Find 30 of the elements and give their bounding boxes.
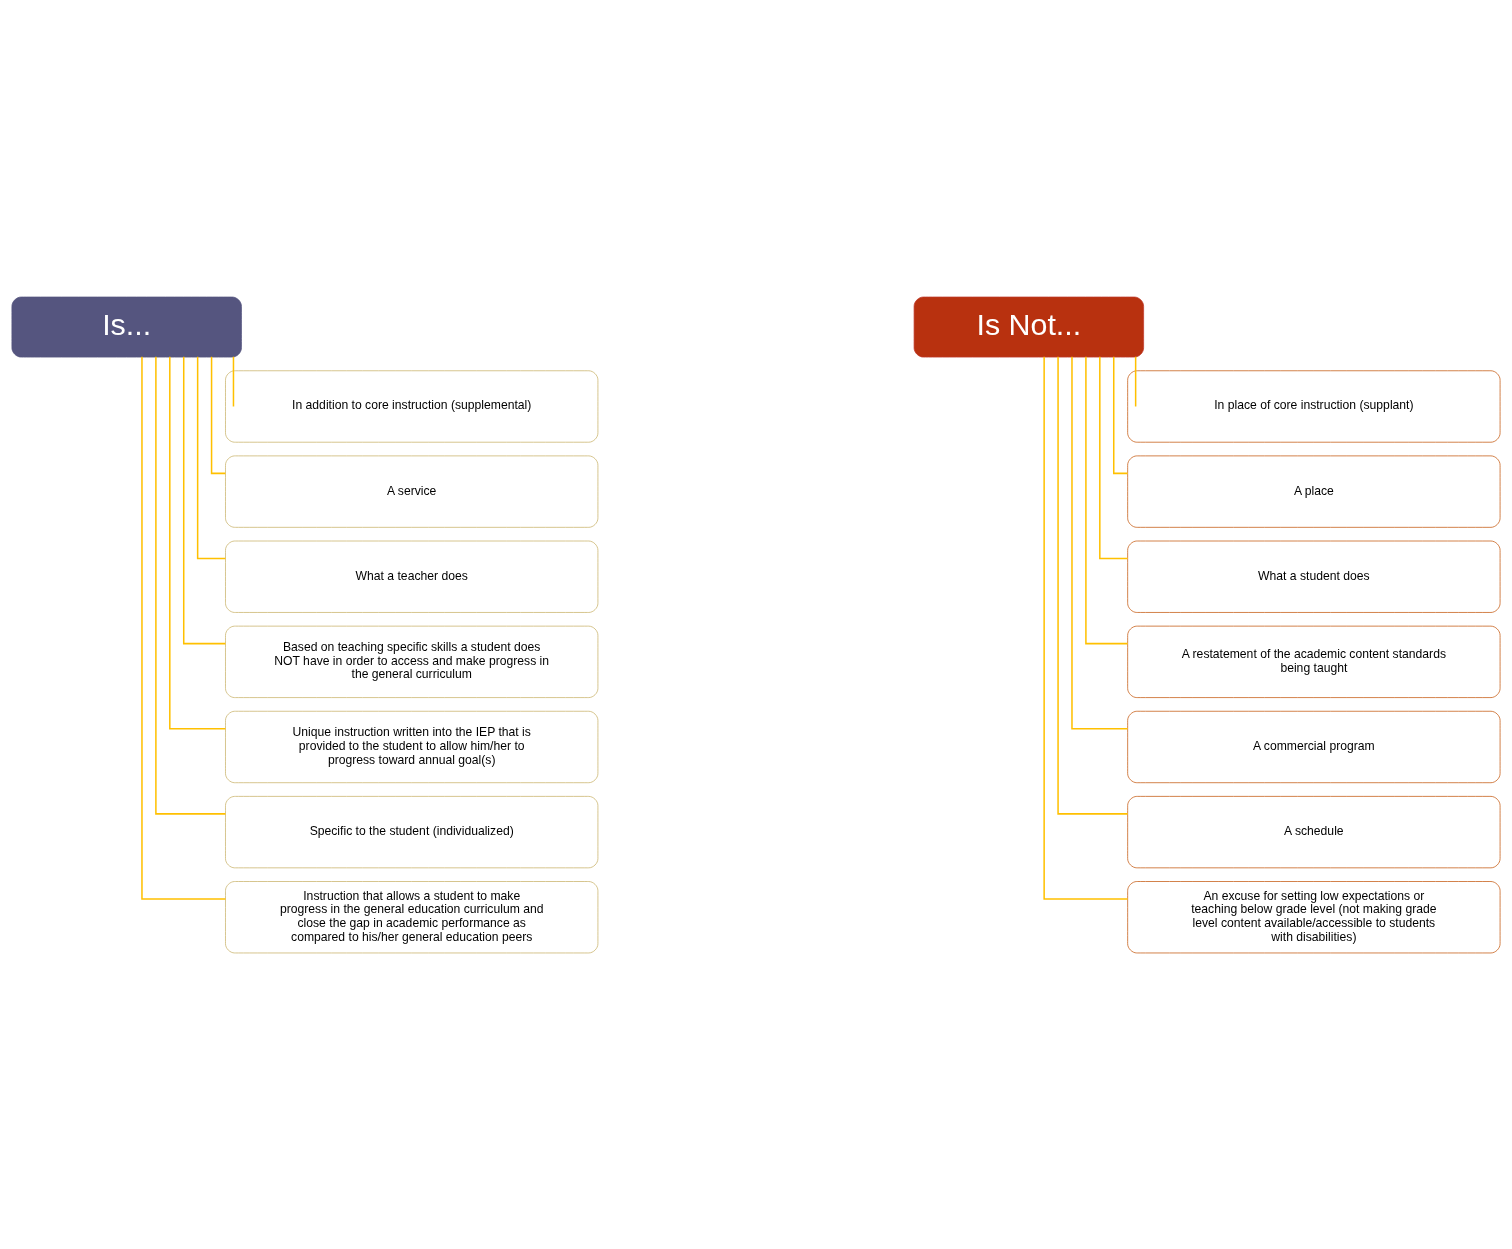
connector bbox=[196, 355, 227, 559]
node-box: An excuse for setting low expectations or teaching below grade level (not making grade level content available/accessible to students with disabilities) bbox=[1127, 880, 1501, 953]
connector bbox=[1134, 355, 1137, 407]
node-box: In place of core instruction (supplant) bbox=[1127, 369, 1501, 443]
connector bbox=[232, 355, 235, 407]
connector bbox=[1071, 355, 1129, 729]
node-box: Based on teaching specific skills a student does NOT have in order to access and make progress in the general curriculum bbox=[225, 625, 599, 698]
node-box: Is Not... bbox=[913, 296, 1144, 357]
connector bbox=[141, 355, 227, 900]
connector bbox=[210, 355, 227, 474]
connector bbox=[1113, 355, 1129, 474]
node-box: A commercial program bbox=[1127, 710, 1501, 783]
connector bbox=[1085, 355, 1129, 644]
node-box: What a teacher does bbox=[225, 540, 599, 613]
node-box: In addition to core instruction (supplemental) bbox=[225, 369, 599, 443]
node-box: What a student does bbox=[1127, 540, 1501, 613]
connector bbox=[1099, 355, 1129, 559]
node-box: A schedule bbox=[1127, 795, 1501, 868]
node-box: Unique instruction written into the IEP that is provided to the student to allow him/her to progress toward annual goal(s) bbox=[225, 710, 599, 783]
connector bbox=[1043, 355, 1129, 900]
connector bbox=[182, 355, 227, 644]
connector bbox=[1057, 355, 1129, 815]
node-box: A service bbox=[225, 455, 599, 528]
connector bbox=[169, 355, 227, 729]
node-box: Is... bbox=[11, 296, 242, 357]
connector bbox=[155, 355, 227, 815]
node-box: Instruction that allows a student to make progress in the general education curriculum and close the gap in academic performance as compared to his/her general education peers bbox=[225, 880, 599, 953]
node-box: A place bbox=[1127, 455, 1501, 528]
node-box: A restatement of the academic content standards being taught bbox=[1127, 625, 1501, 698]
node-box: Specific to the student (individualized) bbox=[225, 795, 599, 868]
